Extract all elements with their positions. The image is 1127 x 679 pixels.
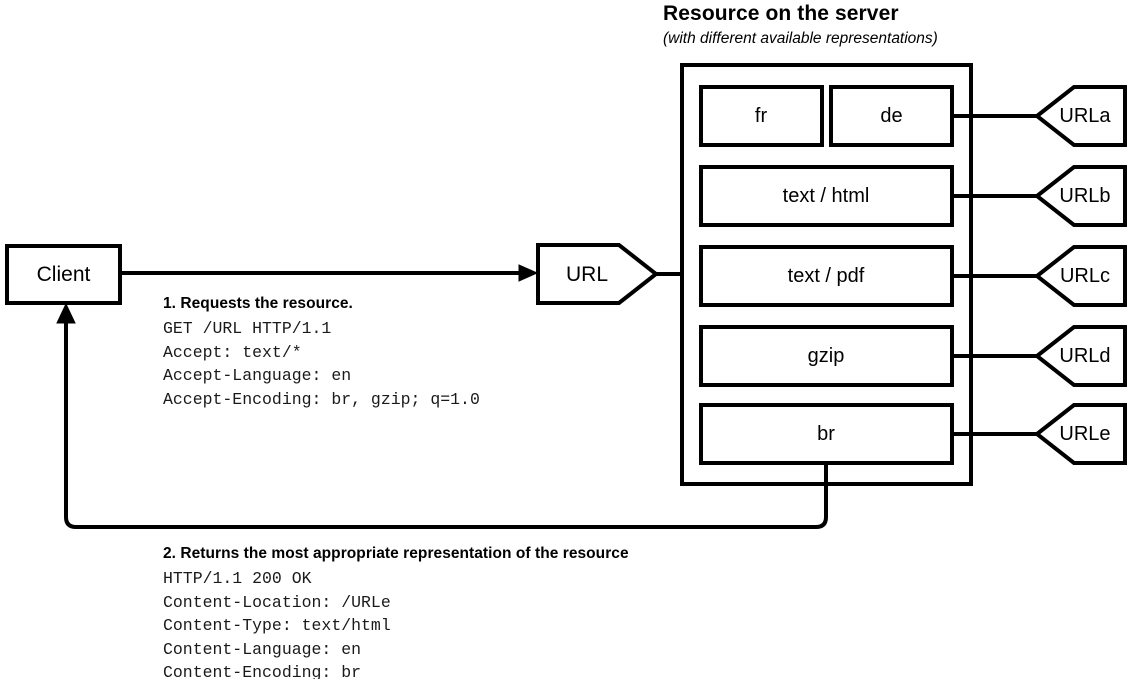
url-node-shape-urld[interactable] xyxy=(1033,325,1127,387)
url-request-label: URL xyxy=(565,263,608,286)
representation-label-fr: fr xyxy=(754,105,768,127)
url-node-label-urlb: URLb xyxy=(1059,185,1111,207)
url-node-label-urle: URLe xyxy=(1059,423,1111,445)
representation-label-pdf: text / pdf xyxy=(787,265,865,287)
representation-label-de: de xyxy=(880,105,903,127)
url-node-label-urla: URLa xyxy=(1059,105,1111,127)
response-arrow-path xyxy=(64,315,828,529)
response-annotation-heading: 2. Returns the most appropriate represen… xyxy=(163,545,629,562)
request-annotation-body: GET /URL HTTP/1.1 Accept: text/* Accept-… xyxy=(163,319,480,409)
response-arrow-head xyxy=(56,302,76,324)
request-annotation-heading: 1. Requests the resource. xyxy=(163,295,353,312)
representation-label-html: text / html xyxy=(782,185,870,207)
url-node-shape-urlb[interactable] xyxy=(1033,165,1127,227)
url-request-shape[interactable] xyxy=(536,243,660,305)
representation-box-fr[interactable] xyxy=(699,85,824,147)
url-node-shape-urla[interactable] xyxy=(1033,85,1127,147)
representation-label-gzip: gzip xyxy=(807,345,845,367)
request-arrow-head xyxy=(518,264,539,282)
representation-box-pdf[interactable] xyxy=(699,245,954,307)
client-label: Client xyxy=(36,263,91,286)
url-node-shape-urle[interactable] xyxy=(1033,403,1127,465)
url-node-label-urld: URLd xyxy=(1059,345,1111,367)
page-title: Resource on the server xyxy=(663,2,899,25)
url-node-label-urlc: URLc xyxy=(1059,265,1110,287)
representation-box-de[interactable] xyxy=(829,85,954,147)
page-subtitle: (with different available representation… xyxy=(663,30,938,47)
representation-label-br: br xyxy=(817,423,835,445)
response-annotation-body: HTTP/1.1 200 OK Content-Location: /URLe … xyxy=(163,569,391,679)
representation-box-gzip[interactable] xyxy=(699,325,954,387)
url-node-shape-urlc[interactable] xyxy=(1033,245,1127,307)
